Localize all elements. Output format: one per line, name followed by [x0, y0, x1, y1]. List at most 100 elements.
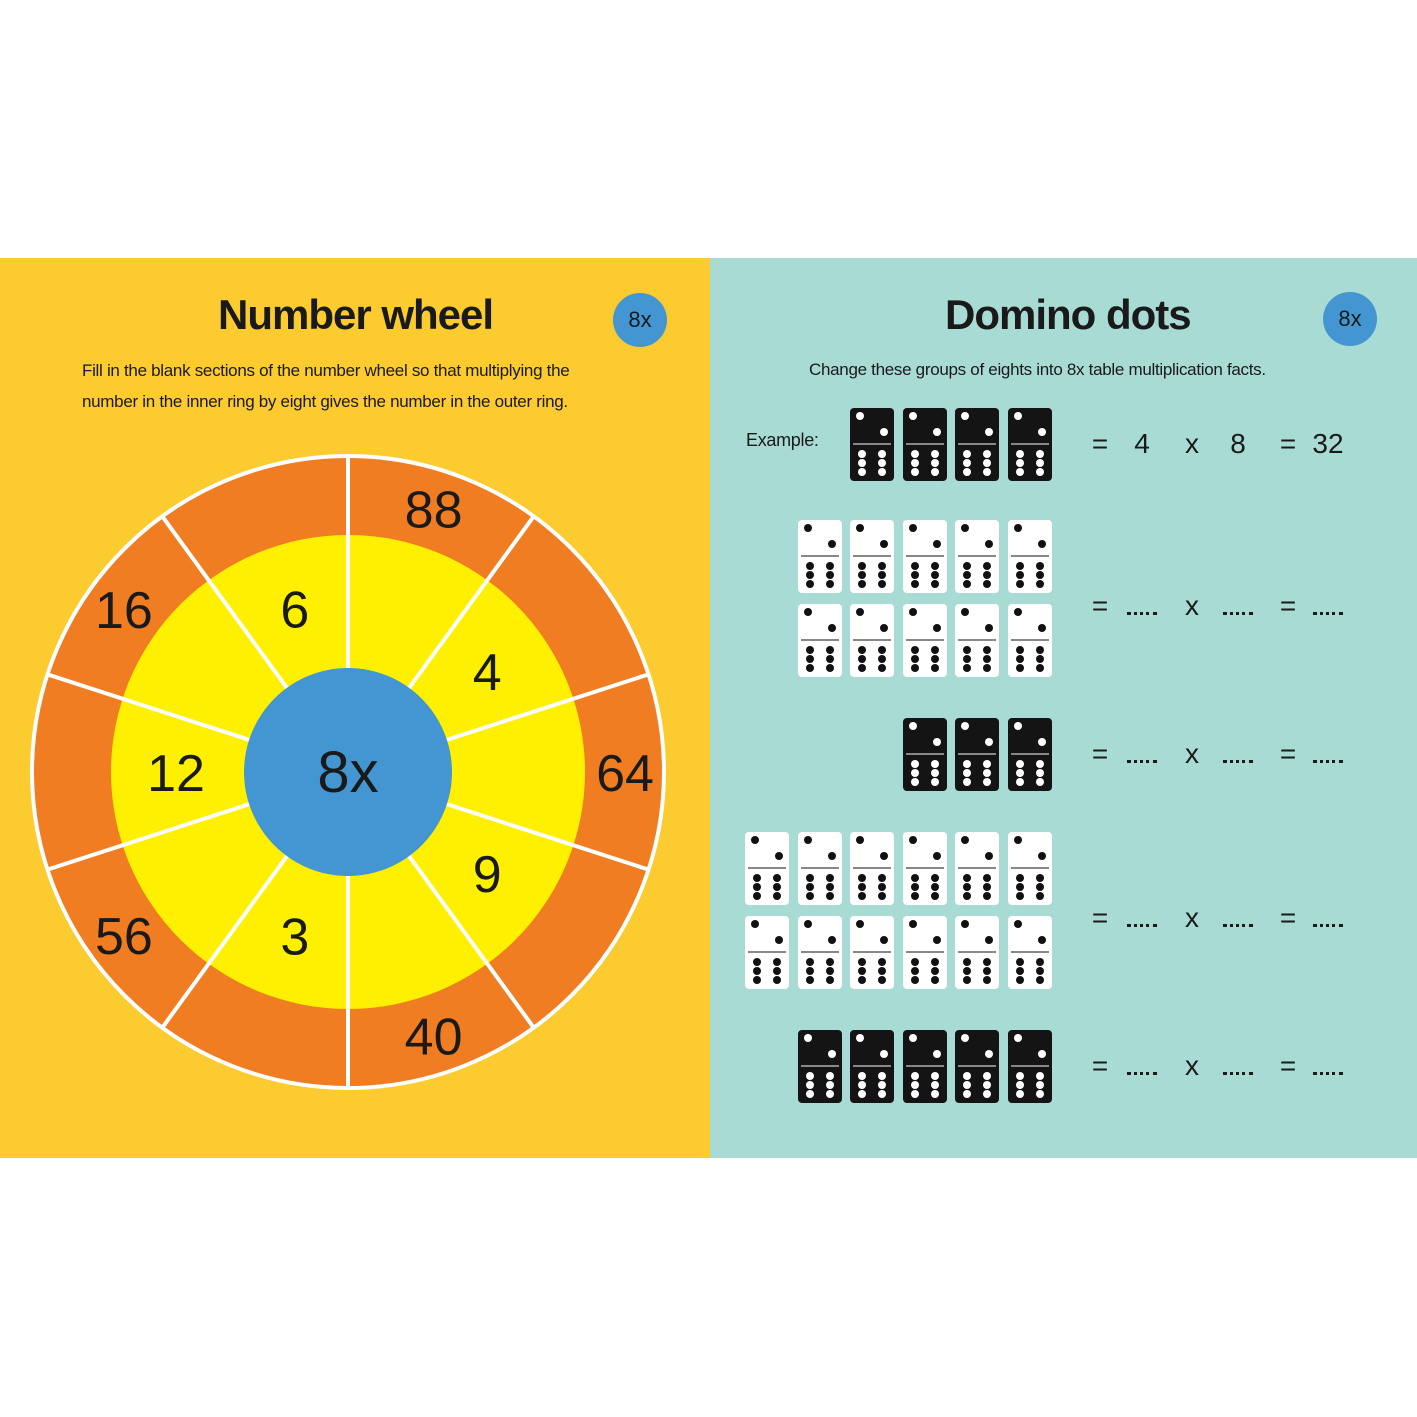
- equation-token: x: [1185, 902, 1199, 933]
- domino-pip: [963, 892, 972, 900]
- domino-divider: [905, 867, 944, 869]
- domino-divider: [853, 443, 892, 445]
- domino-pip: [825, 958, 834, 966]
- domino-pip: [963, 769, 972, 777]
- domino-pip: [983, 646, 992, 654]
- domino-pip: [932, 1050, 941, 1058]
- answer-blank[interactable]: [1223, 738, 1253, 770]
- domino-pip: [961, 524, 970, 532]
- answer-blank[interactable]: [1223, 902, 1253, 934]
- domino-divider: [1011, 639, 1049, 641]
- domino-pip: [805, 664, 814, 672]
- domino-pip: [983, 459, 992, 467]
- domino-divider: [800, 867, 839, 869]
- domino-pip: [963, 646, 972, 654]
- domino-divider: [1011, 951, 1049, 953]
- domino-pip: [825, 874, 834, 882]
- domino-pip: [961, 722, 970, 730]
- domino-pip: [1014, 1034, 1022, 1042]
- domino-pip: [932, 540, 941, 548]
- domino-pip: [825, 976, 834, 984]
- domino-pip: [963, 760, 972, 768]
- answer-blank[interactable]: [1313, 590, 1343, 622]
- center-label: 8x: [317, 740, 378, 805]
- domino-pip: [910, 468, 919, 476]
- domino-pip: [753, 976, 761, 984]
- domino-divider: [905, 639, 944, 641]
- domino-pip: [858, 1081, 867, 1089]
- inner-number: 4: [473, 644, 502, 702]
- domino-pip: [858, 468, 867, 476]
- domino-pip: [805, 1090, 814, 1098]
- equation-token: =: [1091, 428, 1109, 459]
- domino-pip: [827, 540, 836, 548]
- domino-pip: [856, 1034, 865, 1042]
- page-title: Number wheel: [218, 291, 494, 338]
- domino-divider: [1011, 1065, 1049, 1067]
- domino-pip: [983, 580, 992, 588]
- answer-blank[interactable]: [1127, 902, 1157, 934]
- domino-pip: [1036, 646, 1044, 654]
- domino-pip: [910, 883, 919, 891]
- domino-pip: [1016, 1081, 1024, 1089]
- domino-pip: [753, 958, 761, 966]
- answer-blank[interactable]: [1127, 1050, 1157, 1082]
- domino-pip: [1016, 976, 1024, 984]
- white-domino: [850, 832, 895, 905]
- domino-pip: [878, 459, 887, 467]
- domino-pip: [805, 655, 814, 663]
- domino-pip: [930, 571, 939, 579]
- domino-pip: [963, 976, 972, 984]
- domino-pip: [805, 562, 814, 570]
- answer-blank[interactable]: [1127, 590, 1157, 622]
- domino-pip: [773, 892, 781, 900]
- answer-blank[interactable]: [1313, 1050, 1343, 1082]
- domino-pip: [1016, 655, 1024, 663]
- outer-number: 56: [95, 908, 153, 966]
- domino-pip: [985, 624, 994, 632]
- answer-blank[interactable]: [1313, 902, 1343, 934]
- outer-number: 88: [405, 482, 463, 540]
- domino-pip: [961, 836, 970, 844]
- domino-pip: [805, 646, 814, 654]
- equation-token: =: [1091, 590, 1109, 621]
- domino-pip: [803, 1034, 812, 1042]
- domino-divider: [1011, 867, 1049, 869]
- domino-pip: [930, 664, 939, 672]
- domino-divider: [800, 951, 839, 953]
- domino-pip: [805, 580, 814, 588]
- domino-pip: [825, 646, 834, 654]
- answer-blank[interactable]: [1313, 738, 1343, 770]
- domino-pip: [1036, 760, 1044, 768]
- domino-pip: [930, 769, 939, 777]
- answer-blank[interactable]: [1127, 738, 1157, 770]
- answer-blank[interactable]: [1223, 1050, 1253, 1082]
- times-table-badge: 8x: [1323, 292, 1377, 346]
- answer-blank[interactable]: [1223, 590, 1253, 622]
- domino-pip: [1036, 580, 1044, 588]
- domino-pip: [1016, 450, 1024, 458]
- domino-pip: [803, 524, 812, 532]
- domino-pip: [983, 468, 992, 476]
- domino-pip: [803, 608, 812, 616]
- domino-pip: [910, 778, 919, 786]
- domino-pip: [983, 450, 992, 458]
- domino-pip: [963, 571, 972, 579]
- white-domino: [850, 916, 895, 989]
- equation-token: =: [1091, 902, 1109, 933]
- domino-pip: [805, 1072, 814, 1080]
- times-table-badge: 8x: [613, 293, 667, 347]
- domino-pip: [858, 655, 867, 663]
- instructions-line: number in the inner ring by eight gives …: [82, 392, 568, 411]
- domino-pip: [983, 967, 992, 975]
- domino-pip: [1036, 769, 1044, 777]
- domino-pip: [858, 580, 867, 588]
- domino-pip: [856, 836, 865, 844]
- domino-pip: [1036, 562, 1044, 570]
- white-domino: [1008, 832, 1052, 905]
- domino-pip: [910, 958, 919, 966]
- domino-pip: [930, 874, 939, 882]
- domino-pip: [910, 1072, 919, 1080]
- domino-pip: [932, 738, 941, 746]
- domino-pip: [1016, 571, 1024, 579]
